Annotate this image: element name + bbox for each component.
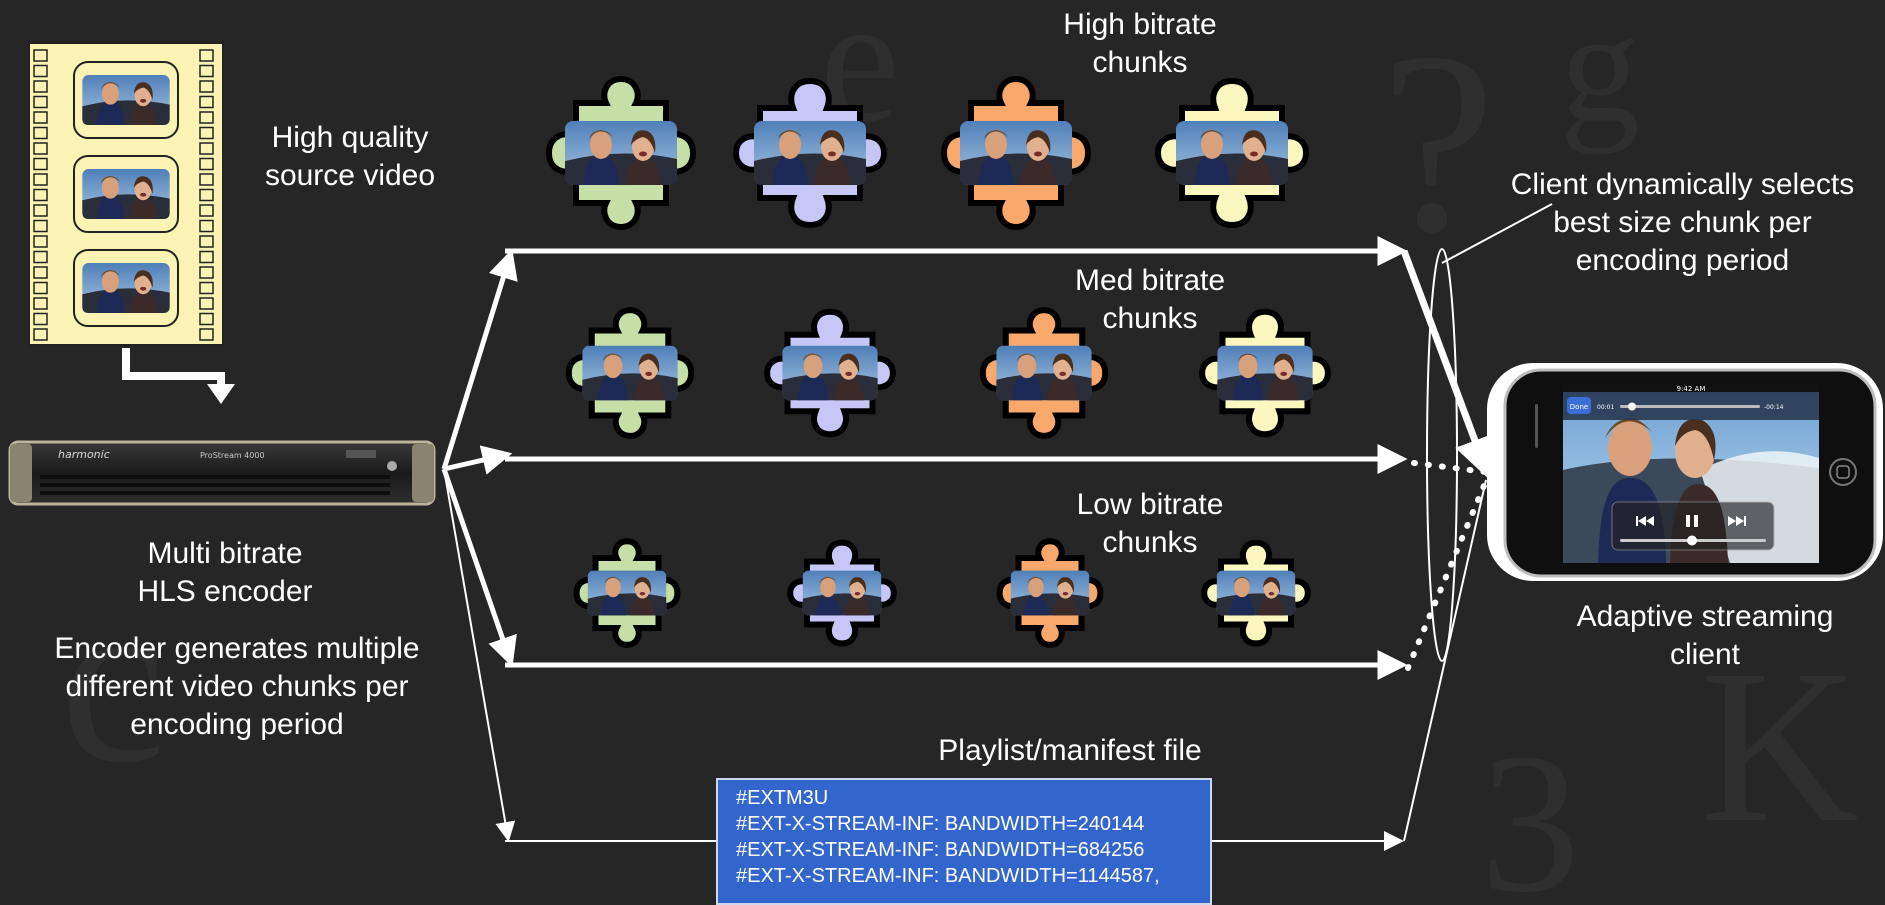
playlist-line: #EXT-X-STREAM-INF: BANDWIDTH=1144587, (736, 865, 1160, 887)
encoder-model: ProStream 4000 (200, 451, 265, 460)
phone-clock: 9:42 AM (1677, 385, 1706, 393)
source-to-encoder-arrow (122, 348, 235, 404)
playlist-line: #EXTM3U (736, 787, 829, 809)
puzzle-chunk (569, 310, 691, 436)
encoder-fanout-arrows (441, 248, 518, 842)
phone-done-label: Done (1570, 403, 1588, 411)
svg-text:3: 3 (1480, 713, 1580, 905)
puzzle-chunk (577, 541, 678, 645)
phone-elapsed: 00:01 (1597, 404, 1614, 411)
svg-text:c: c (60, 546, 167, 812)
background-glyphs: ? g K 3 c e (60, 0, 1859, 905)
svg-text:K: K (1700, 624, 1859, 868)
puzzle-chunk (944, 79, 1088, 227)
chunk-rails (505, 236, 1408, 851)
encoder-device: harmonic ProStream 4000 (8, 440, 436, 506)
playlist-box: #EXTM3U #EXT-X-STREAM-INF: BANDWIDTH=240… (716, 778, 1212, 905)
playlist-line: #EXT-X-STREAM-INF: BANDWIDTH=240144 (736, 813, 1145, 835)
puzzle-chunk (790, 543, 894, 644)
phone-remaining: -00:14 (1764, 404, 1784, 411)
puzzle-chunk (1158, 81, 1306, 225)
film-strip-icon (28, 42, 224, 346)
puzzle-chunk (549, 79, 693, 227)
playlist-line: #EXT-X-STREAM-INF: BANDWIDTH=684256 (736, 839, 1145, 861)
iphone-client: 9:42 AM Done 00:01 -00:14 (1487, 363, 1883, 581)
selection-lines (1400, 203, 1553, 842)
playlist-title: Playlist/manifest file (938, 734, 1202, 767)
puzzle-chunk (767, 312, 893, 434)
encoder-brand: harmonic (58, 448, 110, 461)
svg-text:g: g (1560, 0, 1640, 155)
